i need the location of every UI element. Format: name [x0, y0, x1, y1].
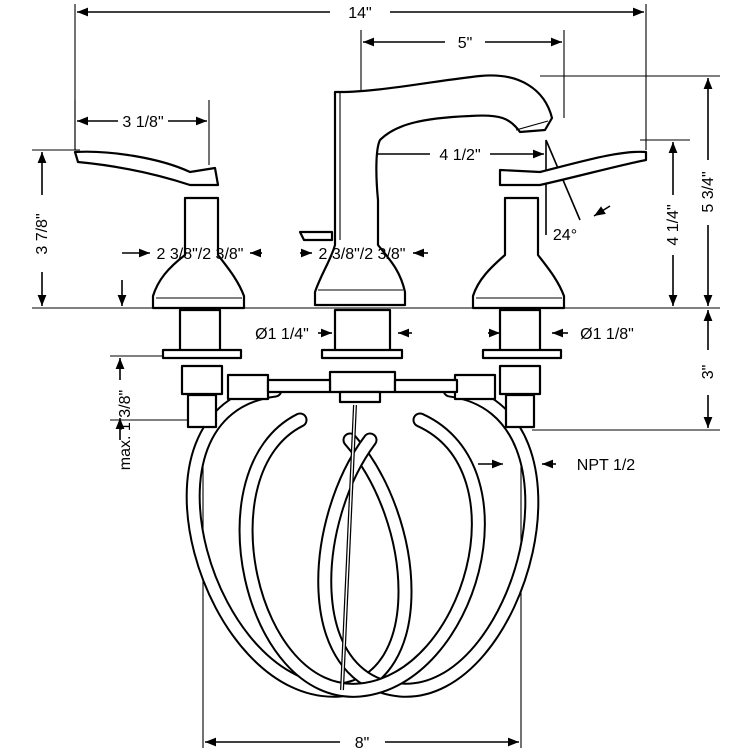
label-center-shank: Ø1 1/4"	[255, 326, 309, 343]
supply-hoses	[185, 382, 540, 698]
dimension-arrows	[37, 7, 713, 747]
label-handle-reach: 3 1/8"	[122, 114, 163, 131]
label-thread: NPT 1/2	[577, 457, 636, 474]
label-overall-height: 5 3/4"	[700, 171, 717, 212]
label-spout-reach: 5"	[458, 35, 473, 52]
label-max-deck-thickness: max. 1 3/8"	[117, 390, 134, 470]
dimension-labels: 14" 5" 3 1/8" 4 1/2" 3 7/8" 2 3/8"/2 3/8…	[34, 5, 717, 752]
left-valve	[161, 308, 332, 429]
extension-lines	[32, 4, 720, 748]
right-valve	[393, 308, 563, 429]
label-spout-inner-reach: 4 1/2"	[439, 147, 480, 164]
label-center-spacing: 8"	[355, 735, 370, 752]
label-center-base-diameter: 2 3/8"/2 3/8"	[319, 246, 406, 263]
label-left-base-diameter: 2 3/8"/2 3/8"	[157, 246, 244, 263]
label-spout-angle: 24°	[553, 227, 577, 244]
left-handle	[73, 150, 246, 310]
right-handle	[471, 150, 648, 310]
label-right-handle-height: 4 1/4"	[665, 204, 682, 245]
label-side-shank: Ø1 1/8"	[580, 326, 634, 343]
center-shank	[320, 308, 404, 404]
spout	[298, 74, 554, 307]
label-overall-width: 14"	[348, 5, 371, 22]
label-below-deck: 3"	[700, 365, 717, 380]
label-left-handle-height: 3 7/8"	[34, 213, 51, 254]
